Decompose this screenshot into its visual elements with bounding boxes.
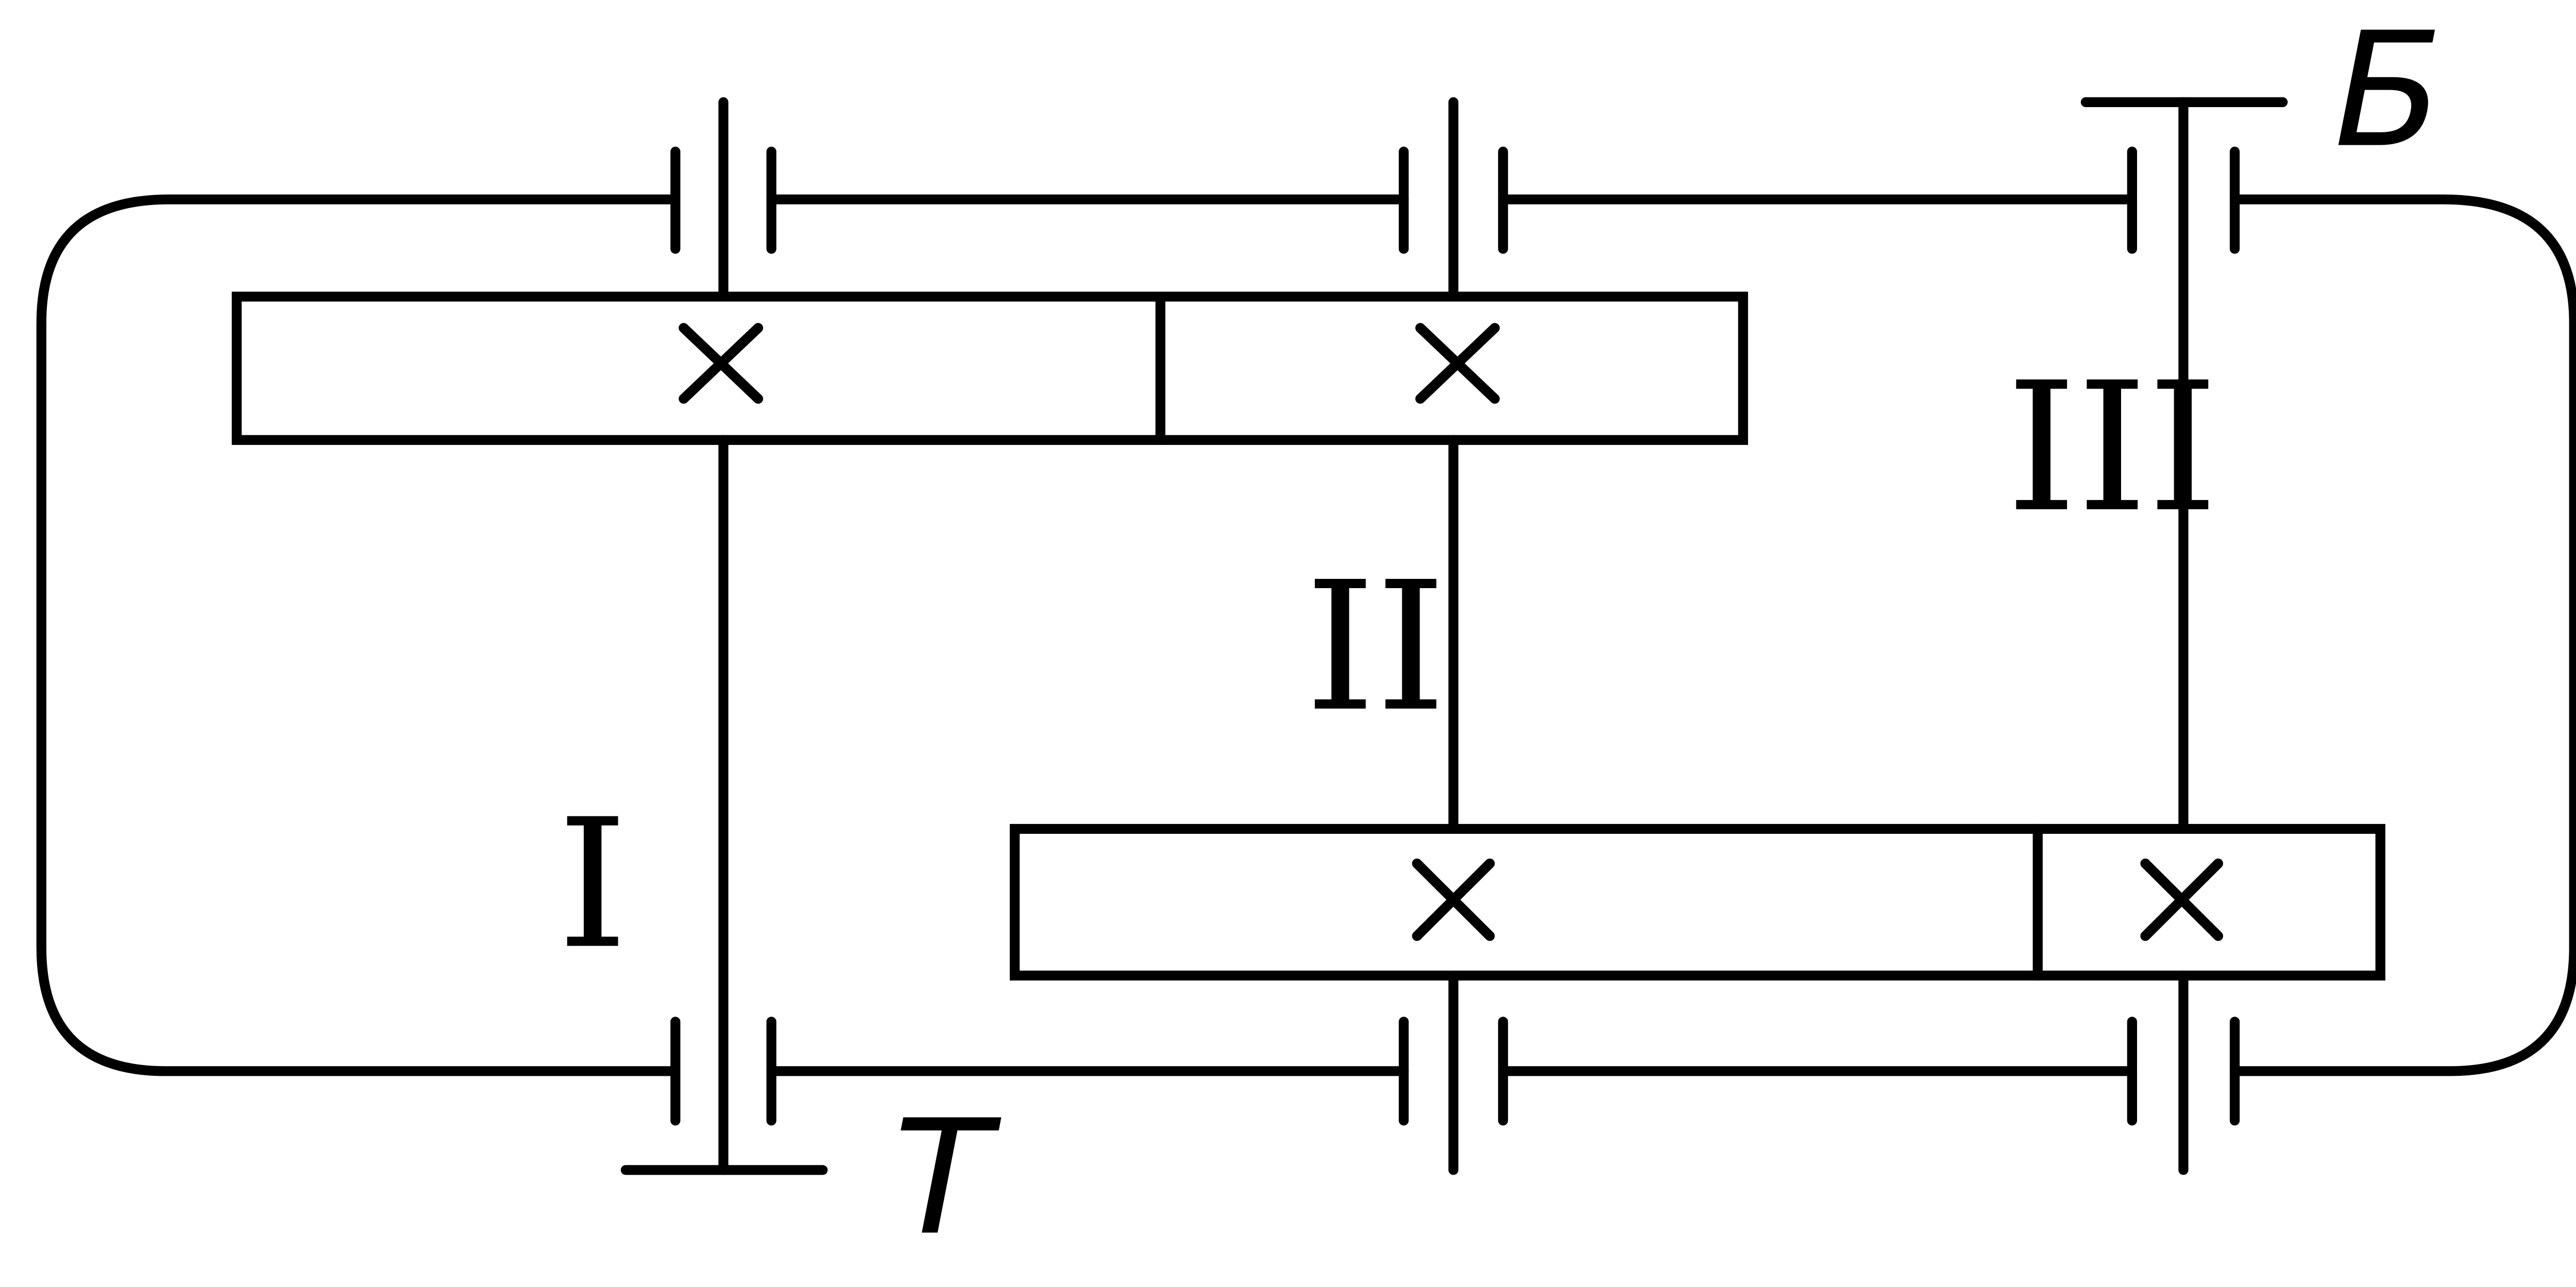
shaft-2-label: II bbox=[1305, 544, 1446, 751]
input-shaft-label: Б bbox=[2334, 0, 2443, 182]
gear-stage-2 bbox=[1009, 823, 2385, 981]
gear-fixed-mark-icon bbox=[1412, 859, 1495, 941]
bearings-top bbox=[670, 146, 2240, 254]
gear-pair-outline-stage-2 bbox=[1009, 823, 2385, 981]
gear-fixed-mark-icon bbox=[679, 323, 764, 404]
bearings-bottom bbox=[670, 1017, 2240, 1126]
housing-outline bbox=[36, 194, 2576, 1076]
shaft-1-label: I bbox=[557, 781, 628, 988]
gear-pair-outline-stage-1 bbox=[231, 291, 1748, 445]
gear-fixed-mark-icon bbox=[2140, 859, 2224, 941]
gear-fixed-mark-icon bbox=[1415, 323, 1500, 404]
gear-stage-1 bbox=[231, 291, 1748, 445]
shaft-3 bbox=[2080, 97, 2288, 1175]
output-shaft-label: Т bbox=[894, 1086, 1003, 1270]
shaft-3-label: III bbox=[2006, 344, 2218, 551]
shaft-1 bbox=[620, 97, 828, 1175]
